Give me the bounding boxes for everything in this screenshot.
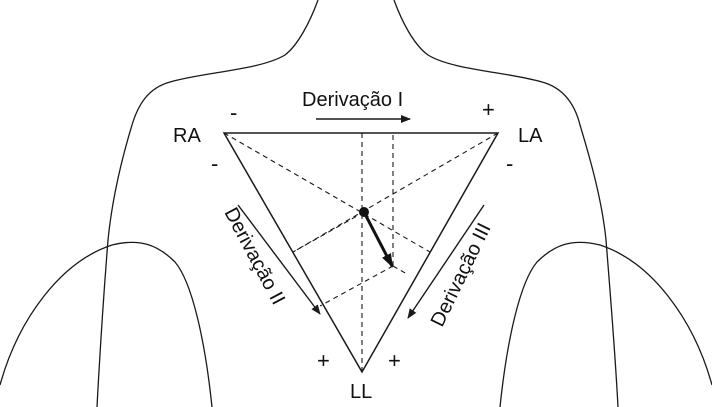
lead-3-positive-sign: + (388, 348, 401, 373)
lead-3-negative-sign: - (506, 151, 513, 176)
projection-lead-3 (393, 266, 407, 274)
cardiac-vector-arrow (364, 212, 392, 266)
lead-2-negative-sign: - (211, 151, 218, 176)
lead-2-label: Derivação II (220, 204, 290, 309)
lead-1-positive-sign: + (482, 97, 495, 122)
ll-electrode-label: LL (350, 381, 372, 403)
right-arm-inner-line (500, 242, 712, 407)
projection-lead-2-b (320, 266, 393, 306)
la-electrode-label: LA (518, 125, 543, 147)
neck-left-line (97, 0, 318, 407)
projection-lead-2-a (293, 212, 364, 252)
lead-2-positive-sign: + (317, 348, 330, 373)
lead-1-label: Derivação I (302, 89, 403, 111)
ra-electrode-label: RA (173, 125, 201, 147)
lead-1-negative-sign: - (230, 100, 237, 125)
neck-right-line (394, 0, 618, 407)
